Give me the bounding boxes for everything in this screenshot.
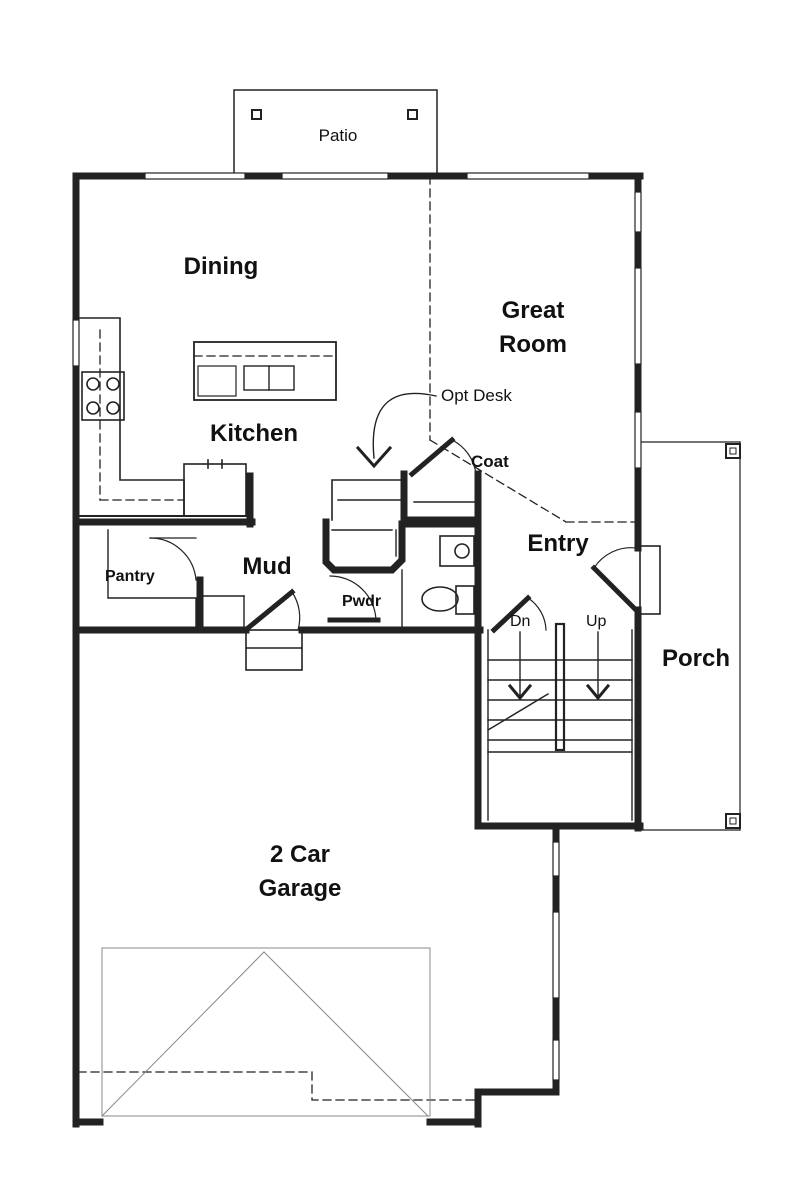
label-up: Up <box>586 613 607 630</box>
label-garage-2: Garage <box>259 875 342 902</box>
pantry-walls <box>74 472 256 634</box>
label-pwdr: Pwdr <box>342 593 381 610</box>
dashed-lines <box>77 175 637 1101</box>
garage-house-wall <box>74 516 484 634</box>
label-great-room-2: Room <box>499 331 567 358</box>
patio-slab <box>233 89 438 173</box>
porch <box>641 441 741 831</box>
garage-door-outline <box>101 947 431 1117</box>
label-dn: Dn <box>510 613 530 630</box>
label-pantry: Pantry <box>105 568 155 585</box>
label-porch: Porch <box>662 645 730 672</box>
powder-fixtures <box>421 535 475 615</box>
kitchen-counter <box>79 317 251 517</box>
stairs <box>487 594 633 821</box>
label-kitchen: Kitchen <box>210 420 298 447</box>
entry-door <box>590 545 661 615</box>
label-patio: Patio <box>319 126 358 145</box>
kitchen-island <box>193 341 337 401</box>
windows <box>72 172 642 1081</box>
opt-desk-arrow <box>355 392 437 469</box>
cooktop <box>81 371 125 421</box>
mud-door <box>244 588 303 671</box>
label-mud: Mud <box>242 553 291 580</box>
label-entry: Entry <box>527 530 589 557</box>
label-coat: Coat <box>471 452 509 471</box>
label-great-room-1: Great <box>502 297 565 324</box>
label-opt-desk: Opt Desk <box>441 386 512 405</box>
powder-room-walls <box>322 436 482 631</box>
label-dining: Dining <box>184 253 259 280</box>
label-garage-1: 2 Car <box>270 841 330 868</box>
